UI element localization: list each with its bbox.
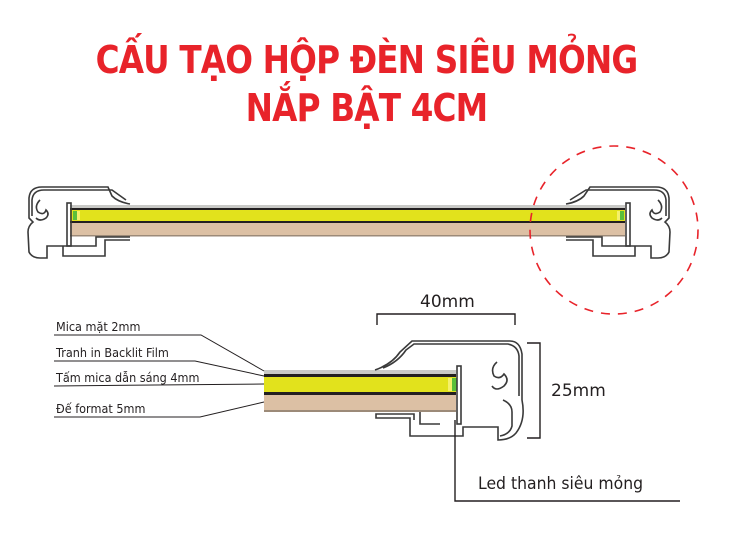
highlight-circle (529, 145, 699, 315)
right-frame-profile (565, 186, 671, 259)
height-dimension-bracket (527, 342, 541, 439)
full-cross-section (27, 145, 699, 315)
dimension-width-label: 40mm (420, 292, 475, 312)
layer-label-format-base: Đế format 5mm (56, 401, 146, 416)
led-strip-label: Led thanh siêu mỏng (478, 474, 644, 494)
left-frame-profile (27, 186, 131, 259)
layer-leader-lines (53, 334, 265, 418)
layer-label-mica-face: Mica mặt 2mm (56, 319, 141, 334)
layer-label-light-guide: Tấm mica dẫn sáng 4mm (56, 370, 200, 385)
detail-cross-section (53, 313, 680, 502)
width-dimension-bracket (376, 313, 516, 325)
detail-frame-profile (374, 340, 524, 441)
led-leader-line (454, 420, 680, 502)
title-line-1: CẤU TẠO HỘP ĐÈN SIÊU MỎNG (95, 38, 639, 82)
title-line-2: NẮP BẬT 4CM (245, 86, 488, 130)
dimension-height-label: 25mm (551, 381, 606, 401)
layer-label-backlit-film: Tranh in Backlit Film (56, 345, 169, 360)
